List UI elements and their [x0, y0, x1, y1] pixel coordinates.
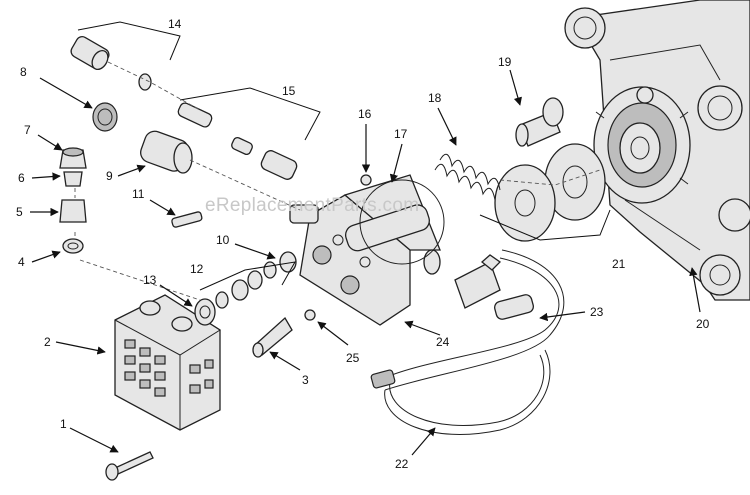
callout-label-7: 7 — [24, 123, 31, 137]
callout-label-25: 25 — [346, 351, 360, 365]
callout-label-3: 3 — [302, 373, 309, 387]
callout-label-18: 18 — [428, 91, 442, 105]
callout-21: 21 — [612, 257, 626, 271]
callout-label-9: 9 — [106, 169, 113, 183]
unloader-cone-part — [252, 316, 293, 358]
filter-screen-part-8 — [92, 102, 118, 132]
filter-body-part-9 — [140, 130, 193, 174]
callout-label-20: 20 — [696, 317, 710, 331]
plug-part-14 — [70, 36, 152, 91]
callout-label-23: 23 — [590, 305, 604, 319]
callout-8: 8 — [20, 65, 93, 109]
gear-case-housing — [564, 0, 750, 301]
hose-part — [370, 249, 565, 435]
callout-23: 23 — [539, 305, 604, 322]
callout-9: 9 — [106, 164, 146, 183]
callout-label-24: 24 — [436, 335, 450, 349]
callout-label-13: 13 — [143, 273, 157, 287]
callout-13: 13 — [143, 273, 193, 307]
bolt-part-1 — [105, 451, 154, 481]
cylinder-head-block — [114, 294, 221, 431]
callout-label-22: 22 — [395, 457, 409, 471]
callout-18: 18 — [428, 91, 457, 146]
spring-part — [434, 153, 501, 201]
valve-kit-part-15 — [177, 102, 298, 180]
callout-label-4: 4 — [18, 255, 25, 269]
callout-label-17: 17 — [394, 127, 408, 141]
watermark-text: eReplacementParts.com — [205, 195, 419, 216]
callout-1: 1 — [60, 417, 119, 453]
assembly-guide-lines — [74, 61, 601, 301]
callout-label-19: 19 — [498, 55, 512, 69]
callout-12: 12 — [190, 262, 204, 276]
callout-7: 7 — [24, 123, 63, 151]
callout-label-2: 2 — [44, 335, 51, 349]
callout-5: 5 — [16, 205, 59, 219]
callout-20: 20 — [689, 267, 710, 331]
callout-label-21: 21 — [612, 257, 626, 271]
callout-15: 15 — [282, 84, 296, 98]
callout-label-12: 12 — [190, 262, 204, 276]
inlet-fitting-part — [454, 254, 534, 320]
plunger-part — [515, 97, 564, 147]
callout-label-5: 5 — [16, 205, 23, 219]
callout-19: 19 — [498, 55, 522, 106]
callout-16: 16 — [358, 107, 372, 173]
callout-11: 11 — [132, 187, 176, 216]
pump-manifold — [289, 174, 445, 326]
callout-label-15: 15 — [282, 84, 296, 98]
callout-2: 2 — [44, 335, 106, 355]
callout-label-1: 1 — [60, 417, 67, 431]
callout-label-16: 16 — [358, 107, 372, 121]
callout-label-14: 14 — [168, 17, 182, 31]
callout-4: 4 — [18, 250, 61, 269]
callout-3: 3 — [269, 351, 309, 387]
callout-10: 10 — [216, 233, 276, 260]
callout-25: 25 — [317, 321, 360, 365]
callout-label-6: 6 — [18, 171, 25, 185]
callout-14: 14 — [168, 17, 182, 31]
callout-17: 17 — [389, 127, 408, 183]
seal-washer-set — [494, 143, 606, 242]
check-valve-stack — [59, 147, 87, 254]
callout-label-8: 8 — [20, 65, 27, 79]
callout-label-10: 10 — [216, 233, 230, 247]
small-seals-and-rings — [171, 174, 372, 326]
callout-label-11: 11 — [132, 187, 145, 201]
group-brackets — [77, 21, 611, 291]
callout-22: 22 — [395, 427, 436, 471]
callout-24: 24 — [404, 320, 450, 349]
callout-6: 6 — [18, 171, 61, 185]
